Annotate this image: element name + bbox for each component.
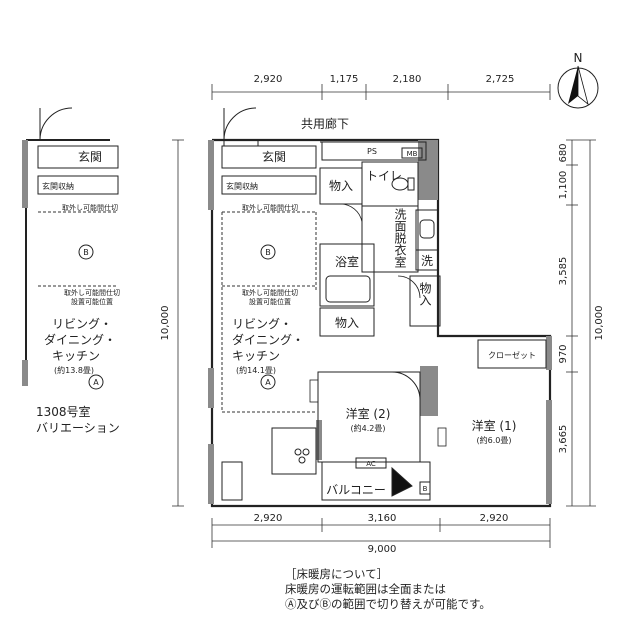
variation-zone-a-label: A (93, 378, 99, 387)
toilet-label: トイレ (366, 169, 402, 183)
variation-entrance (37, 107, 119, 195)
ps-label: PS (367, 147, 377, 156)
zone-b-circle (260, 244, 276, 260)
storage2-label: 物入 (335, 316, 359, 330)
ps-area (321, 141, 427, 161)
zone-a-label: A (265, 378, 271, 387)
variation-wall-fill (22, 140, 28, 386)
entrance-area (221, 107, 317, 195)
mb-label: MB (407, 150, 418, 158)
variation-ldk-line-2: ダイニング・ (44, 332, 116, 347)
storage-door-icon (397, 275, 421, 299)
top-dim-4: 2,725 (486, 74, 515, 85)
variation-entrance-storage-label: 玄関収納 (42, 181, 74, 191)
top-dim-1: 2,920 (254, 74, 283, 85)
north-arrow-icon (557, 65, 599, 109)
ldk-line-3: キッチン (232, 349, 280, 363)
balcony-b-mark: B (423, 485, 428, 493)
top-dimension-line (211, 84, 551, 100)
variation-zone-b-label: B (83, 248, 89, 257)
toilet-icon (391, 177, 415, 191)
partition-pos-2: 設置可能位置 (249, 297, 291, 306)
entrance-storage-label: 玄関収納 (226, 181, 258, 191)
partition-label: 取外し可能間仕切 (242, 203, 298, 212)
bottom-dim-3: 2,920 (480, 513, 509, 524)
western1-size: (約6.0畳) (477, 435, 512, 445)
bottom-total-dim: 9,000 (368, 544, 397, 555)
variation-entrance-label: 玄関 (78, 149, 102, 164)
ldk-line-2: ダイニング・ (232, 332, 304, 347)
variation-zone-a-circle (88, 374, 104, 390)
ldk-line-1: リビング・ (232, 317, 292, 331)
variation-partition-pos-2: 設置可能位置 (71, 297, 113, 306)
wall-fill (208, 140, 552, 504)
note-line-1: 床暖房の運転範囲は全面または (285, 582, 446, 596)
top-dim-2: 1,175 (330, 74, 359, 85)
washroom-door-icon (339, 203, 363, 223)
variation-partitions (38, 211, 118, 287)
balcony-label: バルコニー (326, 483, 386, 497)
closet-label: クローゼット (488, 350, 536, 360)
bottom-dim-1: 2,920 (254, 513, 283, 524)
ldk-partitions (221, 211, 317, 413)
western2-name: 洋室 (2) (346, 406, 391, 421)
note-line-2: Ⓐ及びⒷの範囲で切り替えが可能です。 (285, 597, 491, 611)
left-dimension-line (172, 139, 184, 507)
bathtub-icon (325, 275, 371, 303)
entrance-label: 玄関 (262, 149, 286, 164)
partition-pos-1: 取外し可能間仕切 (242, 288, 298, 297)
washer-label: 洗 (421, 254, 433, 268)
kitchen-counter (221, 427, 317, 501)
western1-name: 洋室 (1) (472, 418, 517, 433)
right-dim-3: 3,585 (558, 257, 569, 286)
washbasin-icon (419, 219, 435, 239)
variation-ldk-line-3: キッチン (52, 349, 100, 363)
right-dim-4: 970 (558, 344, 569, 363)
closet-box (477, 339, 547, 369)
variation-caption-1: 1308号室 (36, 404, 91, 419)
variation-ldk-line-1: リビング・ (52, 317, 112, 331)
variation-ldk-size: (約13.8畳) (54, 365, 94, 375)
wet-area-walls (319, 161, 441, 337)
right-dim-1: 680 (558, 143, 569, 162)
variation-partition-label: 取外し可能間仕切 (62, 203, 118, 212)
bottom-dimension-lines (211, 518, 551, 548)
right-total-dim: 10,000 (594, 306, 605, 341)
zone-a-circle (260, 374, 276, 390)
compass-label: N (574, 51, 583, 65)
washroom-label: 洗面脱衣室 (393, 208, 407, 268)
balcony-area (321, 457, 431, 501)
bath-label: 浴室 (335, 254, 359, 269)
balcony-ac-label: AC (366, 460, 376, 468)
top-dim-3: 2,180 (393, 74, 422, 85)
variation-caption-2: バリエーション (36, 421, 120, 435)
right-dim-2: 1,100 (558, 171, 569, 200)
western2-size: (約4.2畳) (351, 423, 386, 433)
storage1-label: 物入 (329, 179, 353, 193)
variation-zone-b-circle (78, 244, 94, 260)
bottom-dim-2: 3,160 (368, 513, 397, 524)
variation-partition-pos-1: 取外し可能間仕切 (64, 288, 120, 297)
note-title: ［床暖房について］ (285, 567, 389, 581)
right-dimension-lines (566, 139, 596, 507)
right-dim-5: 3,665 (558, 425, 569, 454)
storage3-label: 物入 (418, 282, 432, 306)
left-total-dim: 10,000 (160, 306, 171, 341)
floor-heating-note: ［床暖房について］ 床暖房の運転範囲は全面または Ⓐ及びⒷの範囲で切り替えが可能… (285, 567, 615, 612)
corridor-label: 共用廊下 (301, 116, 349, 131)
ac-unit-ldk (309, 379, 319, 403)
ac-unit-western1 (437, 427, 447, 447)
zone-b-label: B (265, 248, 271, 257)
ldk-size: (約14.1畳) (236, 365, 276, 375)
